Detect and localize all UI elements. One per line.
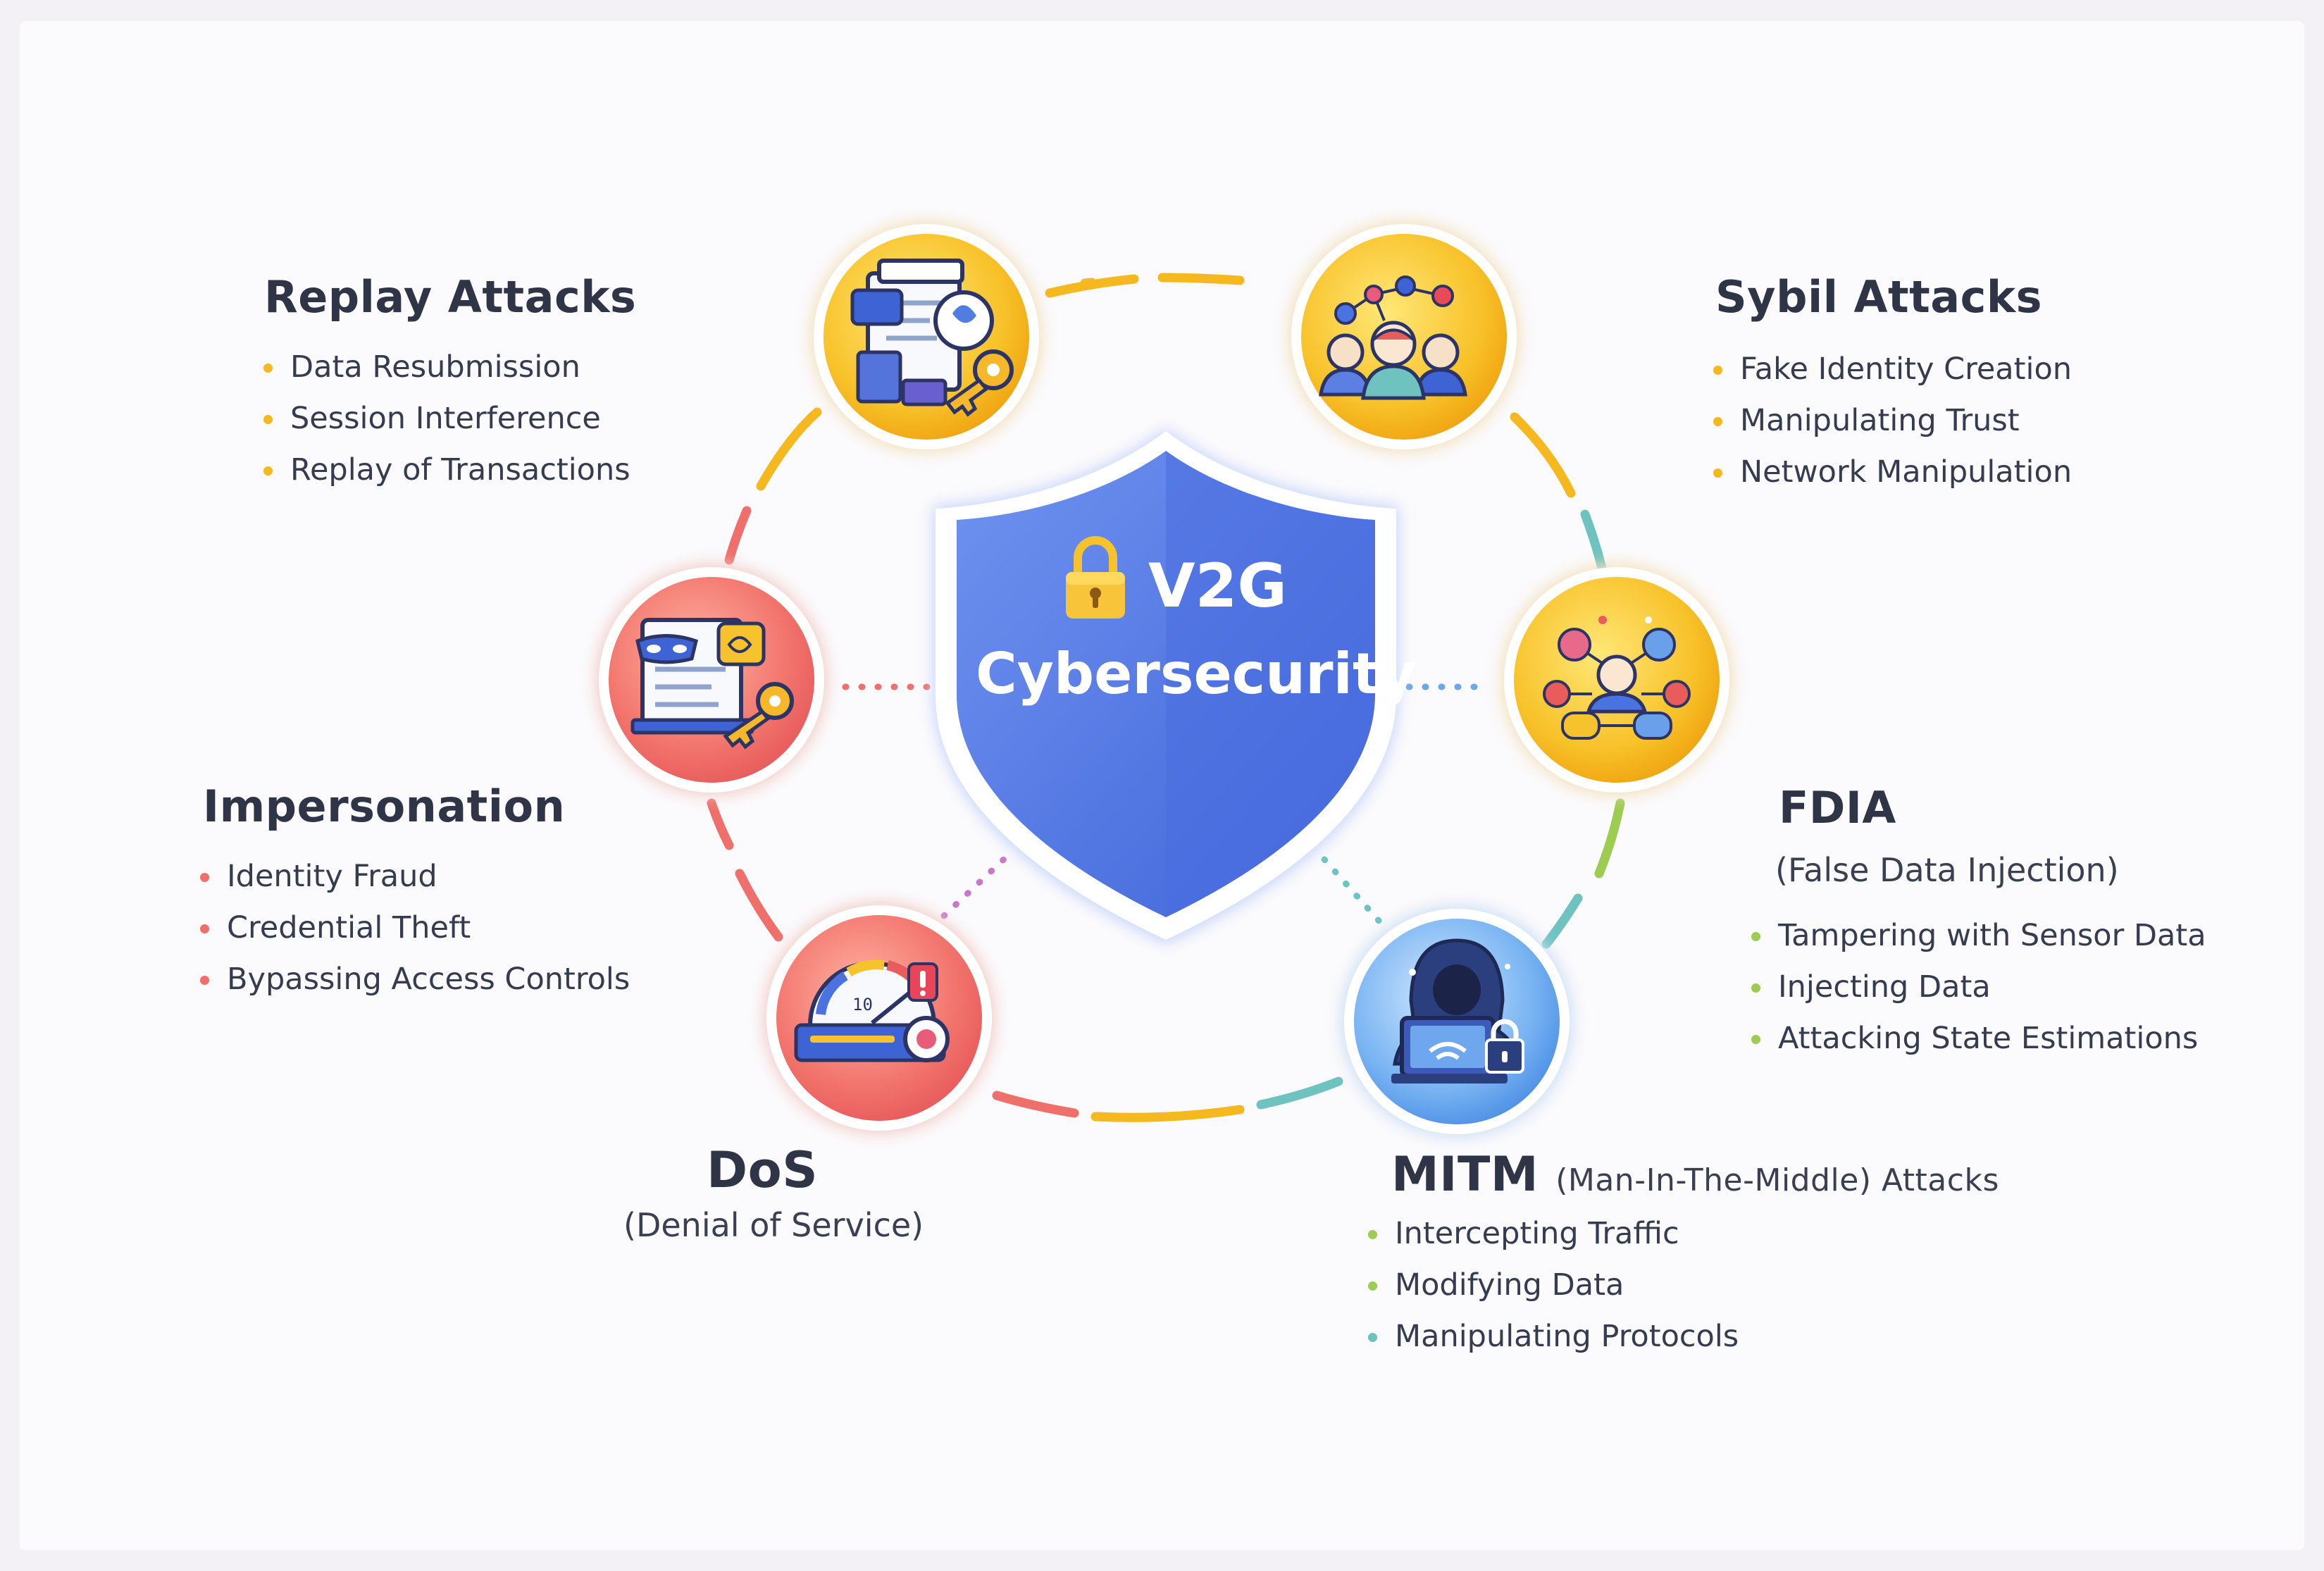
list-item: Fake Identity Creation — [1710, 344, 2072, 395]
mitm-title-suffix: (Man-In-The-Middle) Attacks — [1555, 1162, 1999, 1198]
overload-gauge-icon: 10 — [794, 960, 950, 1062]
document-key-icon — [850, 259, 1014, 417]
replay-attacks-title: Replay Attacks — [264, 271, 637, 323]
fdia-title: FDIA — [1779, 782, 1896, 833]
mitm-title-main: MITM — [1391, 1147, 1539, 1203]
list-item: Injecting Data — [1748, 962, 2206, 1013]
replay-attacks-list: Data Resubmission Session Interference R… — [261, 342, 630, 496]
sybil-attacks-circle — [1288, 221, 1520, 453]
list-item: Tampering with Sensor Data — [1748, 910, 2206, 962]
dotted-connectors — [842, 683, 1490, 926]
mask-key-icon — [630, 618, 794, 750]
impersonation-list: Identity Fraud Credential Theft Bypassin… — [197, 851, 630, 1005]
mitm-circle — [1341, 905, 1573, 1138]
list-item: Session Interference — [261, 393, 630, 445]
gauge-value: 10 — [852, 995, 873, 1014]
center-title-cybersecurity: Cybersecurity — [976, 641, 1417, 707]
list-item: Bypassing Access Controls — [197, 954, 630, 1005]
list-item: Network Manipulation — [1710, 447, 2072, 498]
impersonation-title: Impersonation — [203, 781, 566, 832]
impersonation-circle — [595, 564, 828, 796]
center-title-v2g: V2G — [1148, 551, 1287, 621]
list-item: Intercepting Traffic — [1365, 1208, 1739, 1260]
sybil-attacks-title: Sybil Attacks — [1715, 271, 2043, 323]
fdia-subtitle: (False Data Injection) — [1775, 851, 2119, 889]
replay-attacks-circle — [810, 221, 1043, 453]
dos-subtitle: (Denial of Service) — [623, 1206, 924, 1244]
list-item: Data Resubmission — [261, 342, 630, 393]
padlock-icon — [1066, 536, 1125, 619]
orbit-ring — [707, 273, 1625, 1122]
hooded-hacker-icon — [1391, 938, 1524, 1083]
sybil-attacks-list: Fake Identity Creation Manipulating Trus… — [1710, 344, 2072, 498]
list-item: Credential Theft — [197, 902, 630, 954]
list-item: Identity Fraud — [197, 851, 630, 902]
fdia-circle — [1500, 564, 1733, 796]
list-item: Attacking State Estimations — [1748, 1013, 2206, 1064]
fake-identities-icon — [1319, 275, 1467, 400]
fdia-list: Tampering with Sensor Data Injecting Dat… — [1748, 910, 2206, 1064]
dos-circle: 10 — [763, 902, 995, 1134]
mitm-title: MITM (Man-In-The-Middle) Attacks — [1391, 1147, 1999, 1203]
v2g-shield — [933, 428, 1398, 944]
list-item: Manipulating Trust — [1710, 395, 2072, 447]
mitm-list: Intercepting Traffic Modifying Data Mani… — [1365, 1208, 1739, 1362]
data-network-icon — [1543, 616, 1691, 740]
list-item: Modifying Data — [1365, 1260, 1739, 1311]
list-item: Replay of Transactions — [261, 445, 630, 496]
dos-title: DoS — [707, 1141, 819, 1199]
list-item: Manipulating Protocols — [1365, 1311, 1739, 1362]
